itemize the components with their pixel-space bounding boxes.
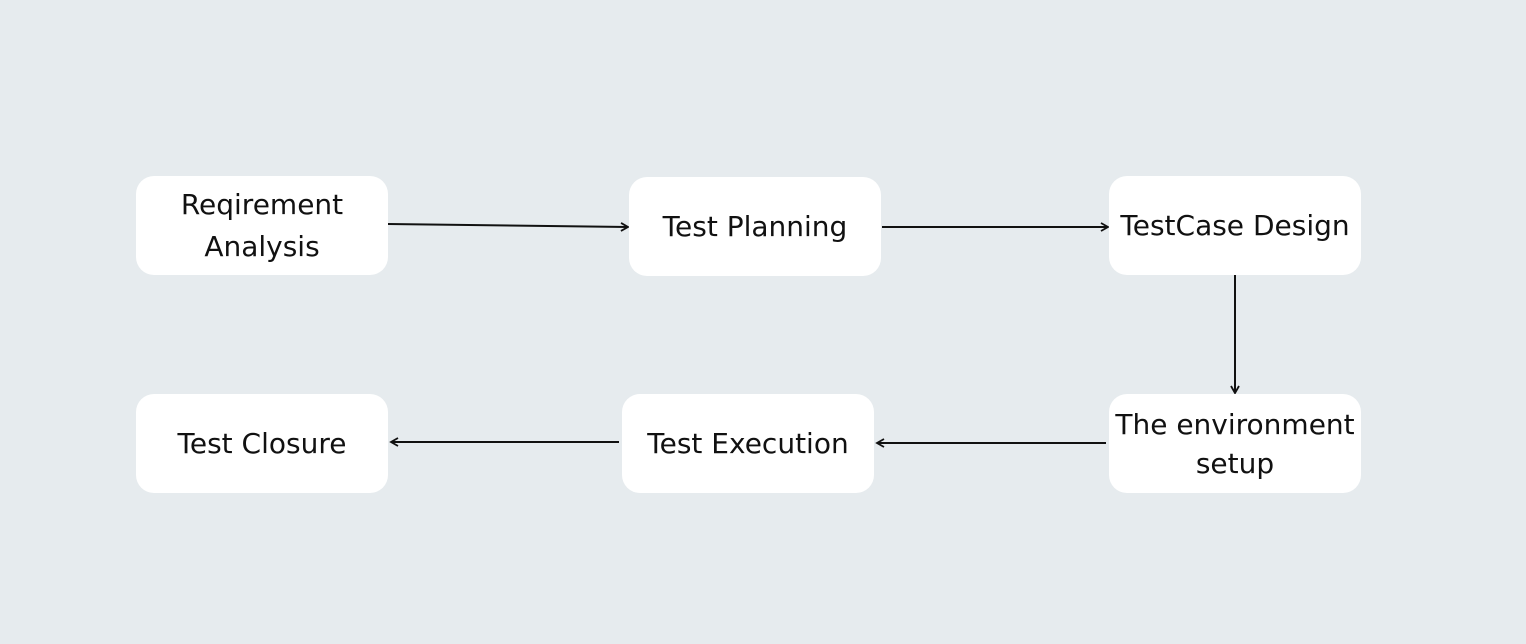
node-requirement-analysis[interactable]: Reqirement Analysis <box>136 176 388 275</box>
node-testcase-design[interactable]: TestCase Design <box>1109 176 1361 275</box>
node-label: Test Closure <box>177 426 347 460</box>
node-label: Test Planning <box>662 209 848 243</box>
node-environment-setup[interactable]: The environment setup <box>1109 394 1361 493</box>
node-label: Reqirement Analysis <box>180 187 344 263</box>
node-label: Test Execution <box>647 426 849 460</box>
arrow-requirement-to-planning <box>387 222 630 232</box>
node-test-closure[interactable]: Test Closure <box>136 394 388 493</box>
node-label: The environment setup <box>1115 407 1355 480</box>
node-label: TestCase Design <box>1120 208 1350 242</box>
node-test-execution[interactable]: Test Execution <box>622 394 874 493</box>
node-test-planning[interactable]: Test Planning <box>629 177 881 276</box>
